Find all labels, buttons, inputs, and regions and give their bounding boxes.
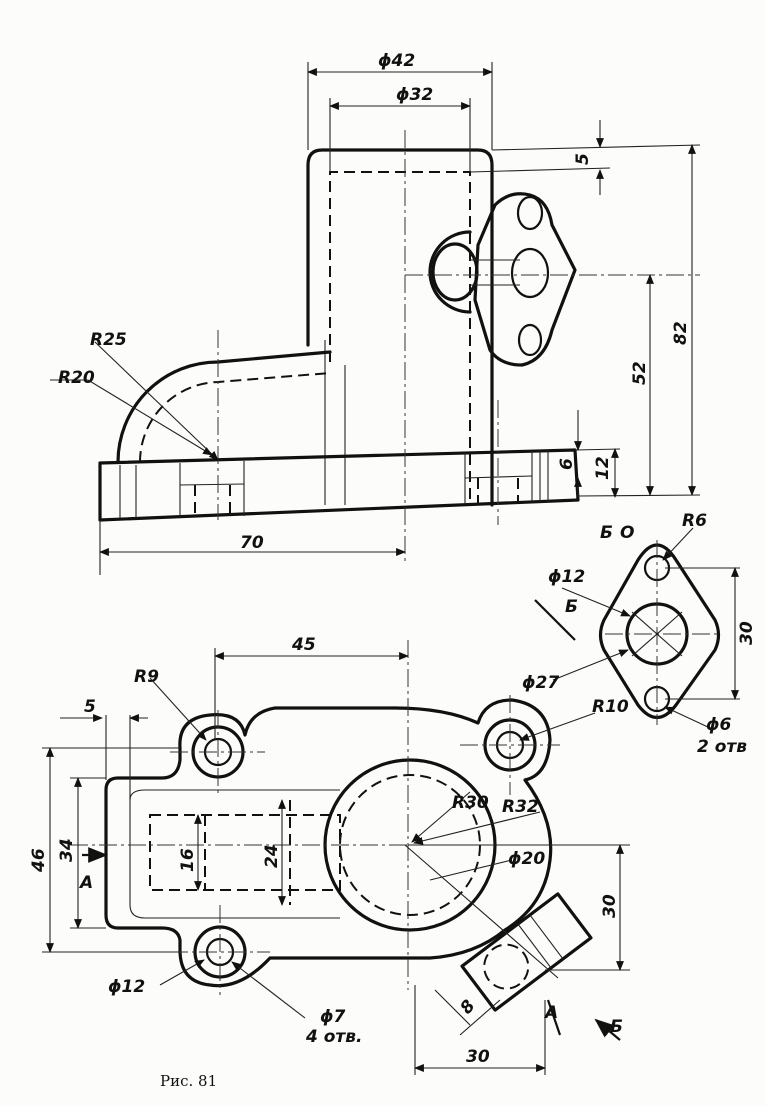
plan-dim-r10: R10 [592, 697, 629, 717]
dim-70: 70 [240, 533, 264, 553]
plan-dim-30-bottom: 30 [466, 1047, 490, 1067]
plan-outline [104, 698, 553, 988]
plan-view: 45 5 R9 R10 R30 R32 ϕ20 46 34 16 24 30 ϕ… [29, 635, 630, 1075]
counterbore-right [464, 451, 533, 504]
tower-outline [306, 148, 494, 507]
dim-52: 52 [630, 361, 650, 385]
plan-dim-r32: R32 [502, 797, 539, 817]
dim-12: 12 [593, 456, 613, 480]
flange-outline [598, 543, 721, 720]
flange-dim-b: Б [565, 597, 578, 617]
flange-dim-r6: R6 [682, 511, 707, 531]
plan-dim-24: 24 [262, 844, 282, 868]
section-a-right: А [543, 1003, 558, 1023]
dim-82: 82 [671, 321, 691, 345]
section-a-left: А [78, 873, 93, 893]
plan-dim-r9: R9 [134, 667, 159, 687]
plan-dim-46: 46 [29, 848, 49, 873]
dim-5-top: 5 [573, 153, 593, 165]
base-plate [98, 448, 580, 522]
plan-holes-note: 4 отв. [305, 1027, 363, 1047]
view-label-b: Б [600, 523, 613, 543]
plan-dim-phi12: ϕ12 [108, 977, 145, 997]
plan-dim-phi7: ϕ7 [320, 1007, 346, 1027]
figure-caption: Рис. 81 [160, 1072, 217, 1090]
flange-dim-phi27: ϕ27 [522, 673, 559, 693]
flange-dim-phi6: ϕ6 [706, 715, 732, 735]
arrow-b-label: Б [610, 1017, 623, 1037]
plan-dim-5: 5 [84, 697, 96, 717]
plan-dim-phi20: ϕ20 [508, 849, 545, 869]
dim-r25: R25 [90, 330, 127, 350]
counterbore-left [119, 461, 245, 518]
flange-dim-30: 30 [737, 621, 757, 645]
dim-6: 6 [557, 458, 577, 470]
plan-dim-16: 16 [178, 848, 198, 872]
flange-holes-note: 2 отв [697, 737, 747, 757]
flange-dim-phi12: ϕ12 [548, 567, 585, 587]
plan-dim-34: 34 [57, 838, 77, 862]
plan-dim-30-right: 30 [600, 894, 620, 918]
tower-inner-hidden [329, 171, 471, 500]
flange-view: Б О R6 ϕ12 Б 30 ϕ27 ϕ6 2 отв [522, 511, 757, 757]
plan-dim-45: 45 [291, 635, 316, 655]
dim-phi32: ϕ32 [396, 85, 433, 105]
dim-r20: R20 [58, 368, 95, 388]
view-mark: О [620, 523, 634, 543]
dim-phi42: ϕ42 [378, 51, 415, 71]
angled-flange [460, 892, 593, 1012]
side-flange [428, 192, 577, 367]
plan-dim-r30: R30 [452, 793, 489, 813]
pipe-outer [116, 350, 332, 464]
pipe-inner-hidden [139, 372, 331, 463]
front-view: ϕ42 ϕ32 5 82 52 6 12 R25 R20 70 [50, 51, 701, 575]
